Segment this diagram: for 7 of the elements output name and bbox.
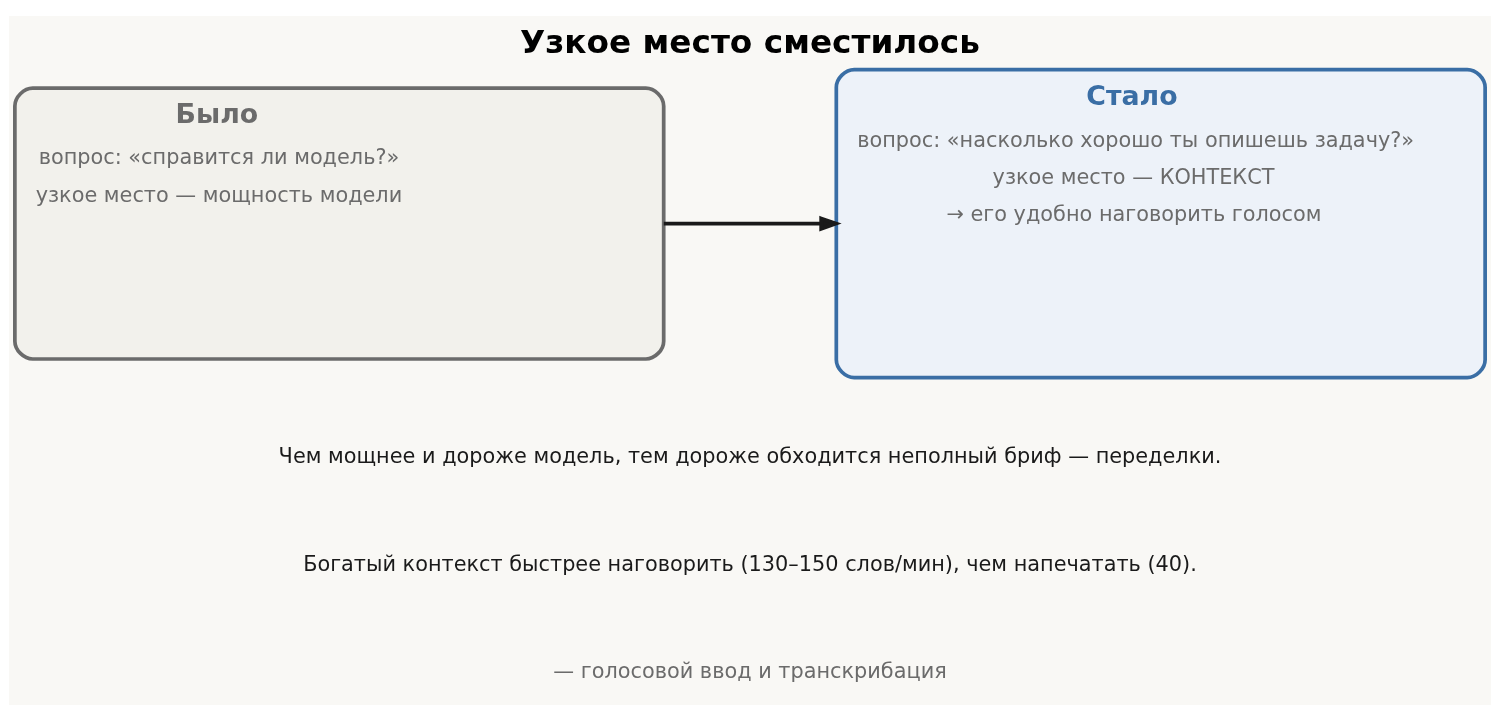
diagram-title: Узкое место сместилось [520, 22, 980, 61]
arrow [663, 215, 842, 231]
label: Богатый контекст быстрее наговорить (130–150 слов/мин), чем напечатать (40). [303, 551, 1197, 576]
label: Чем мощнее и дороже модель, тем дороже обходится неполный бриф — переделки. [278, 443, 1222, 468]
node-box: Было вопрос: «справится ли модель?» узкое место — мощность модели [13, 85, 666, 361]
label: — голосовой ввод и транскрибация [553, 658, 947, 683]
node-box: Стало вопрос: «насколько хорошо ты опишешь задачу?» узкое место — КОНТЕКСТ → его удобно наговорить голосом [834, 67, 1487, 379]
